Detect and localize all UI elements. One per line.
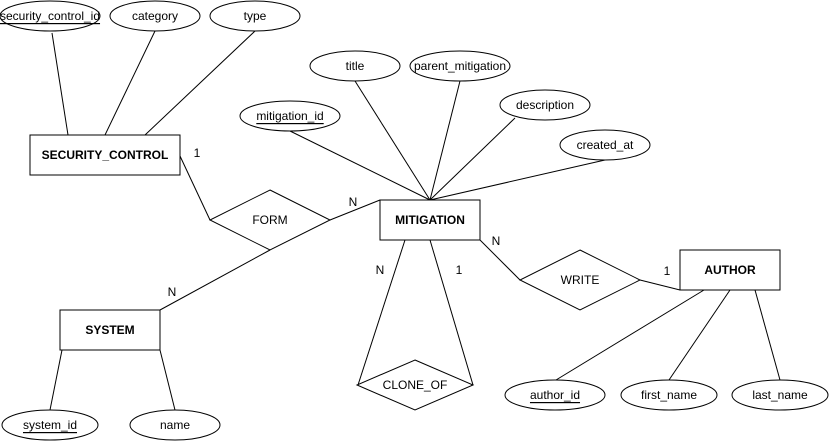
attribute-author-id[interactable]: author_id: [504, 379, 606, 411]
attribute-ellipse: [499, 89, 591, 121]
cardinality-clone-left: N: [376, 263, 385, 277]
attribute-type[interactable]: type: [209, 0, 301, 32]
cardinality-mit-write: N: [492, 234, 501, 248]
attribute-ellipse: [209, 0, 301, 32]
attribute-ellipse: [504, 379, 606, 411]
edge-sc-type: [144, 30, 256, 136]
edge-mit-write: [479, 239, 521, 281]
edge-write-author: [639, 279, 681, 291]
attribute-label: last_name: [752, 388, 808, 402]
edge-author-id: [555, 289, 705, 381]
attribute-title[interactable]: title: [309, 50, 401, 82]
cardinality-sc-form: 1: [194, 146, 201, 160]
attribute-ellipse: [0, 0, 101, 32]
edge-system-name: [159, 349, 176, 411]
relationship-diamond: [355, 359, 475, 411]
attribute-description[interactable]: description: [499, 89, 591, 121]
entity-label: AUTHOR: [704, 263, 756, 277]
relationship-label: WRITE: [561, 273, 600, 287]
attribute-label: mitigation_id: [256, 109, 323, 123]
attribute-label: first_name: [641, 388, 697, 402]
entity-box: [29, 134, 181, 176]
attribute-label: security_control_id: [0, 9, 100, 23]
attribute-label: system_id: [23, 418, 77, 432]
attribute-ellipse: [620, 379, 718, 411]
entity-label: MITIGATION: [395, 213, 465, 227]
attribute-ellipse: [1, 409, 99, 441]
edge-mit-description: [429, 117, 516, 201]
attribute-system-id[interactable]: system_id: [1, 409, 99, 441]
attribute-label: description: [516, 98, 574, 112]
edge-mit-created: [429, 159, 606, 201]
edge-sc-form: [179, 155, 211, 221]
edge-author-last: [754, 289, 781, 381]
cardinality-author-write: 1: [664, 264, 671, 278]
attribute-ellipse: [109, 0, 201, 32]
edge-mit-clone-right: [429, 239, 474, 386]
attribute-label: category: [132, 9, 178, 23]
attribute-security-control-id[interactable]: security_control_id: [0, 0, 101, 32]
entity-box: [379, 199, 481, 241]
relationship-write[interactable]: WRITE: [518, 249, 642, 311]
attribute-label: title: [346, 59, 365, 73]
attribute-label: name: [160, 418, 190, 432]
attribute-mitigation-id[interactable]: mitigation_id: [239, 100, 341, 132]
attribute-label: author_id: [530, 388, 580, 402]
attribute-ellipse: [129, 409, 221, 441]
edge-author-first: [668, 289, 731, 381]
edge-mit-clone-left: [357, 239, 406, 386]
entity-author[interactable]: AUTHOR: [679, 249, 781, 291]
edge-mit-parent: [429, 80, 461, 201]
relationship-diamond: [518, 249, 642, 311]
entity-label: SECURITY_CONTROL: [42, 148, 169, 162]
relationship-label: CLONE_OF: [383, 378, 448, 392]
edge-mit-title: [354, 80, 431, 201]
attribute-label: created_at: [577, 138, 634, 152]
attribute-ellipse: [731, 379, 829, 411]
cardinality-sys-form: N: [168, 285, 177, 299]
attribute-ellipse: [559, 129, 651, 161]
attribute-label: parent_mitigation: [414, 59, 506, 73]
relationship-form[interactable]: FORM: [208, 189, 332, 251]
connectors: [49, 30, 781, 411]
edge-system-form: [159, 249, 271, 311]
attribute-first-name[interactable]: first_name: [620, 379, 718, 411]
relationship-label: FORM: [252, 213, 287, 227]
attribute-ellipse: [409, 50, 511, 82]
edge-sc-id: [51, 32, 69, 136]
attribute-created-at[interactable]: created_at: [559, 129, 651, 161]
edge-sc-category: [104, 30, 156, 136]
entity-box: [679, 249, 781, 291]
attribute-category[interactable]: category: [109, 0, 201, 32]
cardinalities: 1 N N N 1 N 1: [168, 146, 671, 299]
cardinality-clone-right: 1: [456, 263, 463, 277]
entity-system[interactable]: SYSTEM: [59, 309, 161, 351]
relationship-diamond: [208, 189, 332, 251]
entity-box: [59, 309, 161, 351]
entity-label: SYSTEM: [85, 323, 134, 337]
attribute-parent-mitigation[interactable]: parent_mitigation: [409, 50, 511, 82]
entity-security-control[interactable]: SECURITY_CONTROL: [29, 134, 181, 176]
attribute-ellipse: [309, 50, 401, 82]
edge-system-id: [49, 349, 63, 411]
attribute-system-name[interactable]: name: [129, 409, 221, 441]
relationship-clone-of[interactable]: CLONE_OF: [355, 359, 475, 411]
edge-mit-id: [289, 130, 431, 201]
attribute-ellipse: [239, 100, 341, 132]
attribute-last-name[interactable]: last_name: [731, 379, 829, 411]
cardinality-mit-form: N: [349, 195, 358, 209]
edge-form-mitigation: [329, 199, 381, 221]
entity-mitigation[interactable]: MITIGATION: [379, 199, 481, 241]
attribute-label: type: [244, 9, 267, 23]
